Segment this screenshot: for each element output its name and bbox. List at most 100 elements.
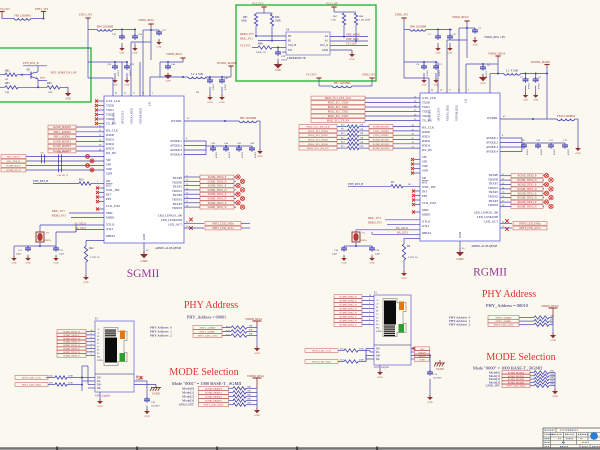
svg-text:FB3 120OHM: FB3 120OHM [14, 14, 31, 17]
svg-text:20: 20 [142, 93, 144, 95]
svg-text:10: 10 [91, 330, 93, 332]
svg-text:A-: A- [97, 331, 100, 334]
svg-text:1nF/2KV: 1nF/2KV [151, 406, 160, 408]
svg-text:100nF: 100nF [215, 152, 218, 159]
svg-text:200K_1%: 200K_1% [256, 51, 266, 54]
svg-text:PHY Address 1: PHY Address 1 [449, 319, 471, 323]
svg-text:100nF: 100nF [426, 70, 429, 77]
svg-text:GND: GND [83, 281, 88, 284]
svg-text:43: 43 [124, 93, 126, 95]
svg-text:A+: A+ [97, 328, 101, 331]
svg-text:RX_DV: RX_DV [106, 151, 117, 155]
svg-text:100nF: 100nF [254, 152, 257, 159]
svg-text:RGMII_TRX1_P: RGMII_TRX1_P [340, 308, 357, 311]
svg-text:10K: 10K [550, 319, 554, 321]
svg-text:34: 34 [412, 142, 415, 144]
svg-text:17: 17 [186, 201, 189, 203]
svg-text:TRXN0: TRXN0 [172, 180, 182, 184]
svg-text:D0+: D0+ [376, 355, 381, 358]
svg-text:SOP: SOP [106, 167, 112, 171]
svg-text:R89: R89 [258, 42, 263, 45]
svg-text:LED_ACT: LED_ACT [484, 220, 498, 224]
svg-text:PHY_Address = 00001: PHY_Address = 00001 [187, 315, 226, 320]
svg-text:GPIO_INT: GPIO_INT [486, 384, 500, 388]
svg-text:Mode "0000" = 1000 BASE-T , RG: Mode "0000" = 1000 BASE-T , RGMII [473, 366, 543, 372]
svg-text:Vref_A: Vref_A [320, 44, 328, 47]
svg-text:GND: GND [533, 99, 538, 101]
svg-text:RBIAS: RBIAS [422, 231, 431, 235]
svg-text:330R: 330R [359, 349, 364, 351]
svg-text:SD: SD [422, 176, 427, 180]
svg-text:A+: A+ [376, 299, 380, 302]
svg-text:GND: GND [427, 401, 432, 404]
svg-text:RXD0: RXD0 [422, 130, 431, 134]
svg-text:R11: R11 [341, 129, 344, 131]
svg-text:Q8: Q8 [27, 69, 31, 72]
svg-text:PHY0_ADDR1: PHY0_ADDR1 [373, 134, 389, 137]
svg-text:PHY0_LED_ACTa: PHY0_LED_ACTa [519, 227, 541, 230]
svg-text:330R: 330R [68, 376, 73, 378]
svg-text:TX_EN: TX_EN [422, 119, 433, 123]
svg-text:R12: R12 [341, 133, 344, 135]
svg-text:10K: 10K [247, 390, 251, 392]
svg-text:23: 23 [502, 226, 505, 228]
svg-text:P1: P1 [95, 318, 98, 321]
svg-text:SON: SON [422, 169, 429, 173]
svg-text:GND: GND [97, 359, 103, 362]
svg-text:U8: U8 [196, 91, 200, 94]
svg-text:PHY1_ADDR1: PHY1_ADDR1 [200, 331, 217, 334]
svg-text:AVDDL3: AVDDL3 [170, 148, 182, 152]
svg-text:PHY1_LED_ACTa: PHY1_LED_ACTa [198, 335, 218, 338]
svg-text:R87: R87 [333, 15, 338, 18]
svg-text:44: 44 [115, 93, 117, 95]
svg-text:RGMII_MODE0: RGMII_MODE0 [373, 147, 390, 150]
svg-text:SGMII_TRX1_P: SGMII_TRX1_P [208, 185, 227, 188]
svg-text:10: 10 [369, 295, 371, 297]
svg-text:U4: U4 [286, 29, 290, 32]
svg-text:14: 14 [502, 187, 505, 189]
svg-text:Vref_B: Vref_B [288, 44, 296, 47]
svg-text:PHY Address 2: PHY Address 2 [449, 323, 471, 327]
svg-text:C52: C52 [59, 249, 64, 252]
svg-text:RGMII_MODE3: RGMII_MODE3 [373, 143, 390, 146]
svg-text:9: 9 [369, 299, 370, 301]
svg-text:27: 27 [414, 110, 417, 112]
svg-text:X2: X2 [46, 232, 50, 235]
svg-text:PROC_EC1_GTX_CLK: PROC_EC1_GTX_CLK [325, 97, 351, 100]
svg-text:VCC3V3: VCC3V3 [428, 109, 432, 121]
svg-text:PHY Address: PHY Address [482, 289, 536, 300]
svg-text:R13: R13 [341, 137, 344, 139]
svg-text:SD1_TX0_N: SD1_TX0_N [7, 160, 21, 163]
svg-text:B1: B1 [288, 40, 292, 43]
svg-text:D+: D+ [97, 349, 101, 352]
svg-text:33: 33 [99, 125, 102, 127]
svg-text:WOL_INT: WOL_INT [106, 188, 120, 192]
svg-text:22R: 22R [360, 142, 364, 144]
svg-text:R86: R86 [275, 16, 280, 19]
svg-text:GND: GND [322, 49, 328, 52]
svg-text:EGND: EGND [152, 393, 159, 396]
svg-text:EME_MDIO: EME_MDIO [346, 34, 360, 37]
svg-text:VDDO_REG: VDDO_REG [130, 107, 134, 124]
svg-text:SGMII_MODE1: SGMII_MODE1 [53, 140, 72, 143]
svg-text:SD1_TX0_P: SD1_TX0_P [7, 156, 21, 159]
svg-text:C23: C23 [112, 33, 117, 36]
svg-text:SMLD1: SMLD1 [136, 379, 143, 381]
svg-text:GND: GND [473, 44, 478, 46]
svg-text:C49 SR_N: C49 SR_N [57, 174, 68, 177]
svg-text:GND: GND [97, 405, 102, 408]
svg-text:RGMII_TRX3_P: RGMII_TRX3_P [340, 324, 357, 327]
svg-text:SGMII_TRX1_P: SGMII_TRX1_P [63, 341, 80, 344]
svg-text:RXD2: RXD2 [106, 142, 115, 146]
svg-text:GND: GND [65, 97, 71, 100]
svg-text:100nF: 100nF [527, 83, 530, 90]
svg-text:SGMII_TRX0_N: SGMII_TRX0_N [63, 331, 80, 334]
svg-text:RGMII_TRX2_N: RGMII_TRX2_N [339, 312, 356, 315]
svg-text:GND: GND [166, 80, 171, 82]
svg-text:B+: B+ [376, 306, 380, 309]
svg-text:SG_XTLO: SG_XTLO [74, 222, 86, 225]
svg-text:30: 30 [99, 140, 102, 142]
svg-text:VDDH_REG: VDDH_REG [139, 107, 143, 124]
svg-text:100nF: 100nF [567, 149, 570, 156]
svg-text:L2 4.7uH: L2 4.7uH [191, 73, 202, 76]
